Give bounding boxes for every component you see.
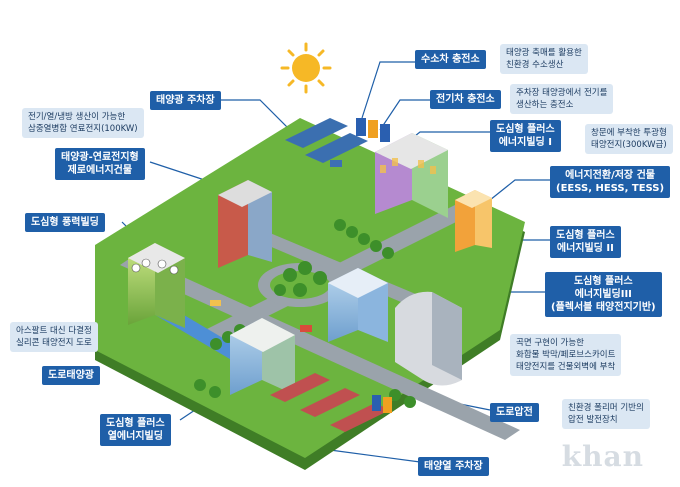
label-line: 제로에너지건물 <box>67 165 133 176</box>
label-road-solar: 도로태양광 <box>42 366 100 385</box>
label-line: (EESS, HESS, TESS) <box>556 183 665 194</box>
desc-ev: 주차장 태양광에서 전기를 생산하는 충전소 <box>510 84 614 114</box>
desc-line: 친환경 수소생산 <box>506 60 564 70</box>
label-line: 태양광-연료전지형 <box>61 152 139 163</box>
desc-line: 화합물 박막/페로브스카이트 <box>516 350 616 360</box>
desc-piezo: 친환경 폴리머 기반의 압전 발전장치 <box>562 399 650 429</box>
desc-line: 아스팔트 대신 다결정 <box>16 326 92 336</box>
desc-line: 창문에 부착한 투광형 <box>591 128 667 138</box>
label-line: 도심형 플러스 <box>556 230 615 241</box>
desc-line: 실리콘 태양전지 도로 <box>16 338 92 348</box>
label-line: 에너지전환/저장 건물 <box>565 170 656 181</box>
label-line: 도심형 플러스 <box>496 124 555 135</box>
desc-line: 주차장 태양광에서 전기를 <box>516 88 608 98</box>
label-line: 도심형 플러스 <box>106 418 165 429</box>
building-plus-2 <box>328 268 388 342</box>
charging-stations <box>356 118 390 142</box>
building-fuelcell <box>218 180 272 268</box>
building-thermal <box>230 318 295 395</box>
desc-line: 태양전지를 건물외벽에 부착 <box>516 362 616 372</box>
label-road-piezo: 도로압전 <box>490 403 539 422</box>
desc-line: 태양전지(300KW급) <box>591 140 667 150</box>
label-wind-building: 도심형 풍력빌딩 <box>25 213 105 232</box>
label-line: 에너지빌딩 II <box>556 243 614 254</box>
label-ev-station: 전기차 충전소 <box>430 90 501 109</box>
building-energy-storage <box>455 190 492 252</box>
label-line: (플렉서블 태양전지기반) <box>551 302 656 313</box>
vehicles <box>210 160 342 332</box>
label-solar-thermal-parking: 태양열 주차장 <box>418 457 489 476</box>
label-plus-building-1: 도심형 플러스 에너지빌딩 I <box>490 120 561 152</box>
label-line: 도심형 플러스 <box>573 276 633 287</box>
desc-hydrogen: 태양광 축매를 활용한 친환경 수소생산 <box>500 44 588 74</box>
desc-fuelcell: 전기/열/냉방 생산이 가능한 삼중열병합 연료전지(100KW) <box>22 108 144 138</box>
building-wind <box>128 243 185 328</box>
sun-icon <box>280 42 332 94</box>
label-line: 에너지빌딩III <box>574 289 632 300</box>
desc-line: 전기/열/냉방 생산이 가능한 <box>28 112 126 122</box>
piezo-station <box>372 395 392 413</box>
building-plus-1 <box>375 133 448 218</box>
desc-line: 생산하는 충전소 <box>516 100 574 110</box>
label-hydrogen-station: 수소차 충전소 <box>415 50 486 69</box>
desc-curved-solar: 곡면 구현이 가능한 화합물 박막/페로브스카이트 태양전지를 건물외벽에 부착 <box>510 334 622 376</box>
desc-line: 곡면 구현이 가능한 <box>516 338 584 348</box>
desc-line: 삼중열병합 연료전지(100KW) <box>28 124 138 134</box>
label-thermal-building: 도심형 플러스 열에너지빌딩 <box>100 414 171 446</box>
desc-line: 태양광 축매를 활용한 <box>506 48 582 58</box>
solar-parking-canopies <box>285 118 368 163</box>
label-line: 열에너지빌딩 <box>107 431 163 442</box>
desc-line: 압전 발전장치 <box>568 415 618 425</box>
desc-plus-building-1: 창문에 부착한 투광형 태양전지(300KW급) <box>585 124 673 154</box>
label-solar-fuelcell-building: 태양광-연료전지형 제로에너지건물 <box>55 148 145 180</box>
label-solar-parking: 태양광 주차장 <box>150 91 221 110</box>
desc-line: 친환경 폴리머 기반의 <box>568 403 644 413</box>
label-plus-building-3: 도심형 플러스 에너지빌딩III (플렉서블 태양전지기반) <box>545 272 662 317</box>
watermark-logo: khan <box>561 440 644 473</box>
label-energy-storage: 에너지전환/저장 건물 (EESS, HESS, TESS) <box>550 166 671 198</box>
desc-asphalt: 아스팔트 대신 다결정 실리콘 태양전지 도로 <box>10 322 98 352</box>
label-plus-building-2: 도심형 플러스 에너지빌딩 II <box>550 226 621 258</box>
label-line: 에너지빌딩 I <box>498 137 552 148</box>
building-plus-3 <box>395 291 462 386</box>
